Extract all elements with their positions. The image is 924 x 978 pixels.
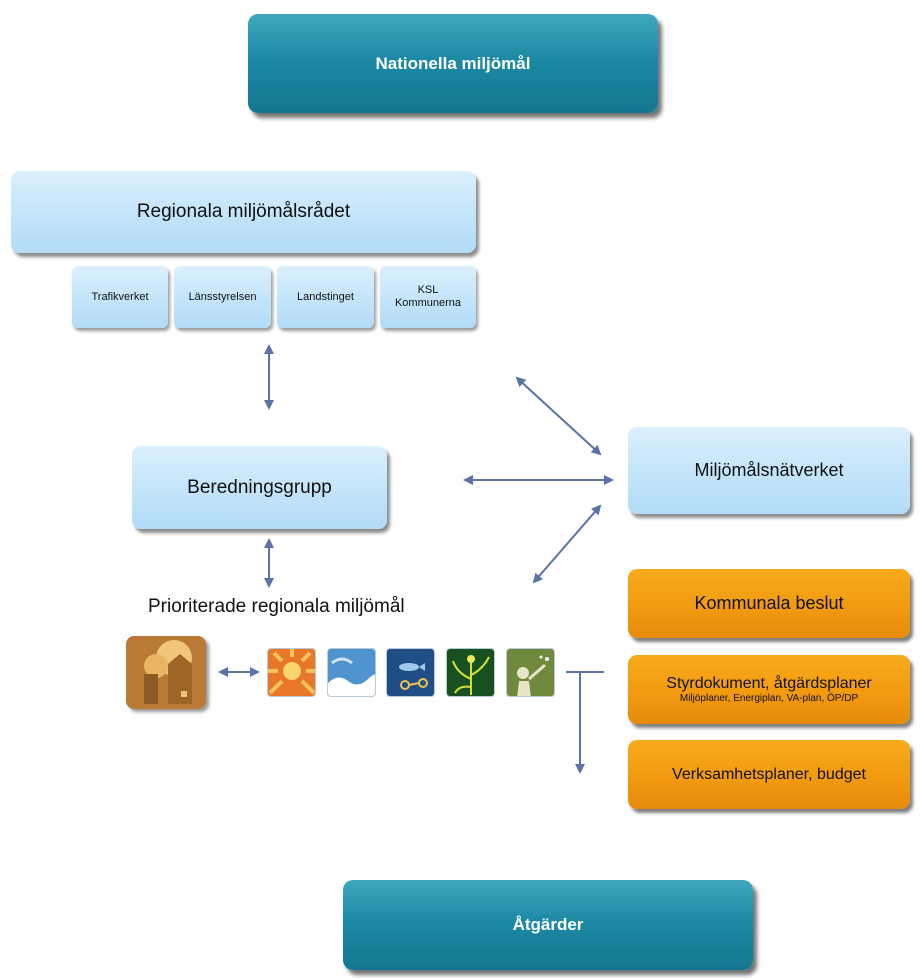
- steering-docs-title: Styrdokument, åtgärdsplaner: [666, 675, 872, 692]
- regional-council-label: Regionala miljömålsrådet: [136, 201, 351, 222]
- member-ksl-label: KSL: [417, 284, 439, 296]
- member-trafikverket-box: Trafikverket: [72, 266, 168, 328]
- network-box: Miljömålsnätverket: [628, 427, 910, 514]
- council-network-arrow: [515, 376, 602, 456]
- member-landstinget-label: Landstinget: [297, 290, 354, 303]
- member-kommunerna-label: Kommunerna: [394, 297, 462, 309]
- priorities-network-arrow: [532, 504, 602, 584]
- network-label: Miljömålsnätverket: [694, 460, 844, 480]
- member-lansstyrelsen-label: Länsstyrelsen: [188, 290, 257, 303]
- municipal-decision-box: Kommunala beslut: [628, 569, 910, 638]
- actions-label: Åtgärder: [512, 915, 584, 934]
- business-plans-box: Verksamhetsplaner, budget: [628, 740, 910, 809]
- preparation-group-box: Beredningsgrupp: [132, 446, 387, 529]
- sun-icon: [267, 648, 316, 697]
- nature-person-icon: [506, 648, 555, 697]
- member-lansstyrelsen-box: Länsstyrelsen: [174, 266, 271, 328]
- fish-water-icon: [386, 648, 435, 697]
- national-goals-box: Nationella miljömål: [248, 14, 658, 113]
- preparation-group-label: Beredningsgrupp: [187, 476, 332, 498]
- regional-council-box: Regionala miljömålsrådet: [11, 171, 476, 253]
- member-landstinget-box: Landstinget: [277, 266, 374, 328]
- prioritized-goals-heading: Prioriterade regionala miljömål: [148, 596, 405, 617]
- member-ksl-kommunerna-box: KSL Kommunerna: [380, 266, 476, 328]
- national-goals-label: Nationella miljömål: [375, 53, 531, 73]
- steering-docs-subtitle: Miljöplaner, Energiplan, VA-plan, ÖP/DP: [679, 693, 859, 704]
- member-trafikverket-label: Trafikverket: [91, 290, 149, 303]
- sea-wave-icon: [327, 648, 376, 697]
- municipal-decision-label: Kommunala beslut: [694, 593, 844, 613]
- actions-box: Åtgärder: [343, 880, 753, 970]
- forest-plant-icon: [446, 648, 495, 697]
- steering-docs-box: Styrdokument, åtgärdsplaner Miljöplaner,…: [628, 655, 910, 724]
- business-plans-label: Verksamhetsplaner, budget: [672, 765, 866, 783]
- city-environment-icon: [126, 636, 206, 709]
